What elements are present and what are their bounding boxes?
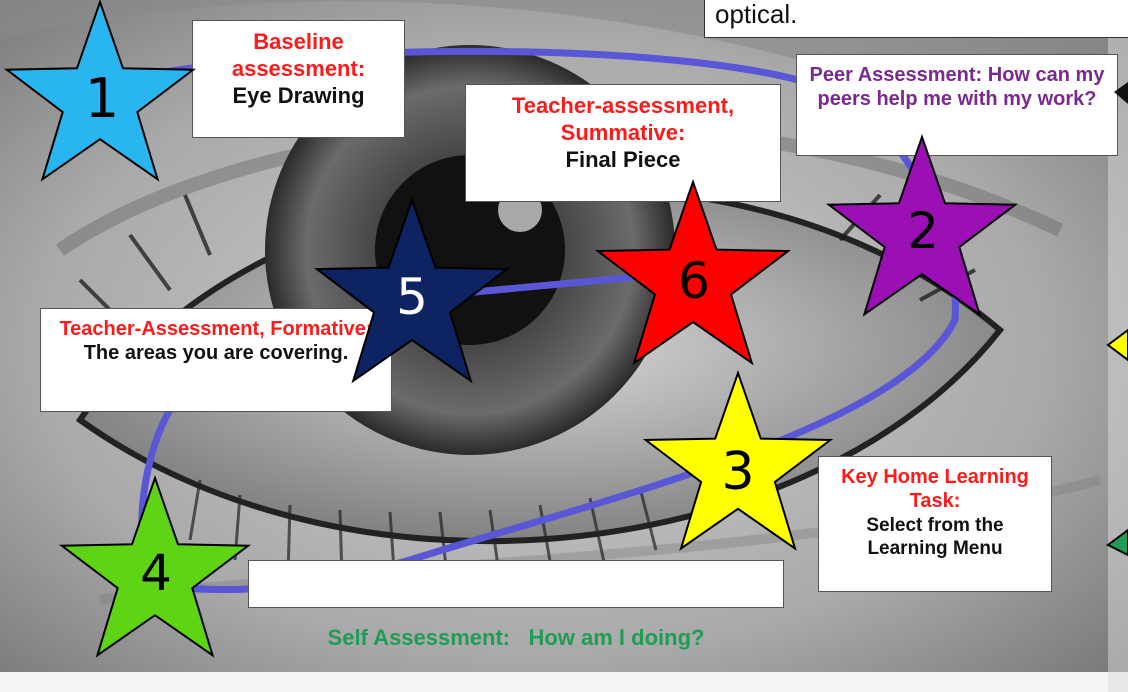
star-5 (314, 196, 510, 384)
step-1-heading: Baseline assessment: (231, 29, 366, 81)
top-note-box: optical. (704, 0, 1128, 38)
step-2-heading: Peer Assessment: How can my peers help m… (809, 64, 1105, 111)
star-1 (3, 0, 197, 182)
star-2-number: 2 (907, 202, 939, 260)
step-1-box: Baseline assessment: Eye Drawing (192, 20, 405, 138)
edge-star-green (1106, 528, 1128, 557)
star-3-number: 3 (721, 442, 755, 502)
star-3 (642, 369, 834, 551)
step-5-detail: The areas you are covering. (83, 342, 349, 365)
step-4-box: Self Assessment: How am I doing? (248, 560, 784, 650)
star-4 (58, 474, 252, 658)
star-1-number: 1 (84, 67, 120, 130)
step-6-heading: Teacher-assessment, Summative: (511, 93, 735, 145)
edge-star-yellow (1106, 328, 1128, 362)
step-2-box: Peer Assessment: How can my peers help m… (796, 54, 1118, 156)
top-note-text: optical. (715, 0, 798, 29)
star-5-number: 5 (396, 268, 428, 326)
step-6-box: Teacher-assessment, Summative: Final Pie… (465, 84, 781, 202)
step-3-box: Key Home Learning Task: Select from the … (818, 456, 1052, 592)
edge-star-dark (1114, 82, 1128, 104)
step-6-detail: Final Piece (565, 146, 681, 172)
step-3-heading: Key Home Learning Task: (841, 466, 1029, 513)
step-5-box: Teacher-Assessment, Formative: The areas… (40, 308, 392, 412)
step-4-heading: Self Assessment: How am I doing? (327, 624, 705, 650)
star-6 (595, 178, 791, 366)
star-6-number: 6 (678, 252, 710, 310)
step-3-detail: Select from the Learning Menu (866, 514, 1004, 559)
star-4-number: 4 (140, 544, 172, 602)
step-1-detail: Eye Drawing (232, 82, 365, 108)
star-2 (825, 133, 1019, 317)
step-5-heading: Teacher-Assessment, Formative: (59, 318, 373, 340)
